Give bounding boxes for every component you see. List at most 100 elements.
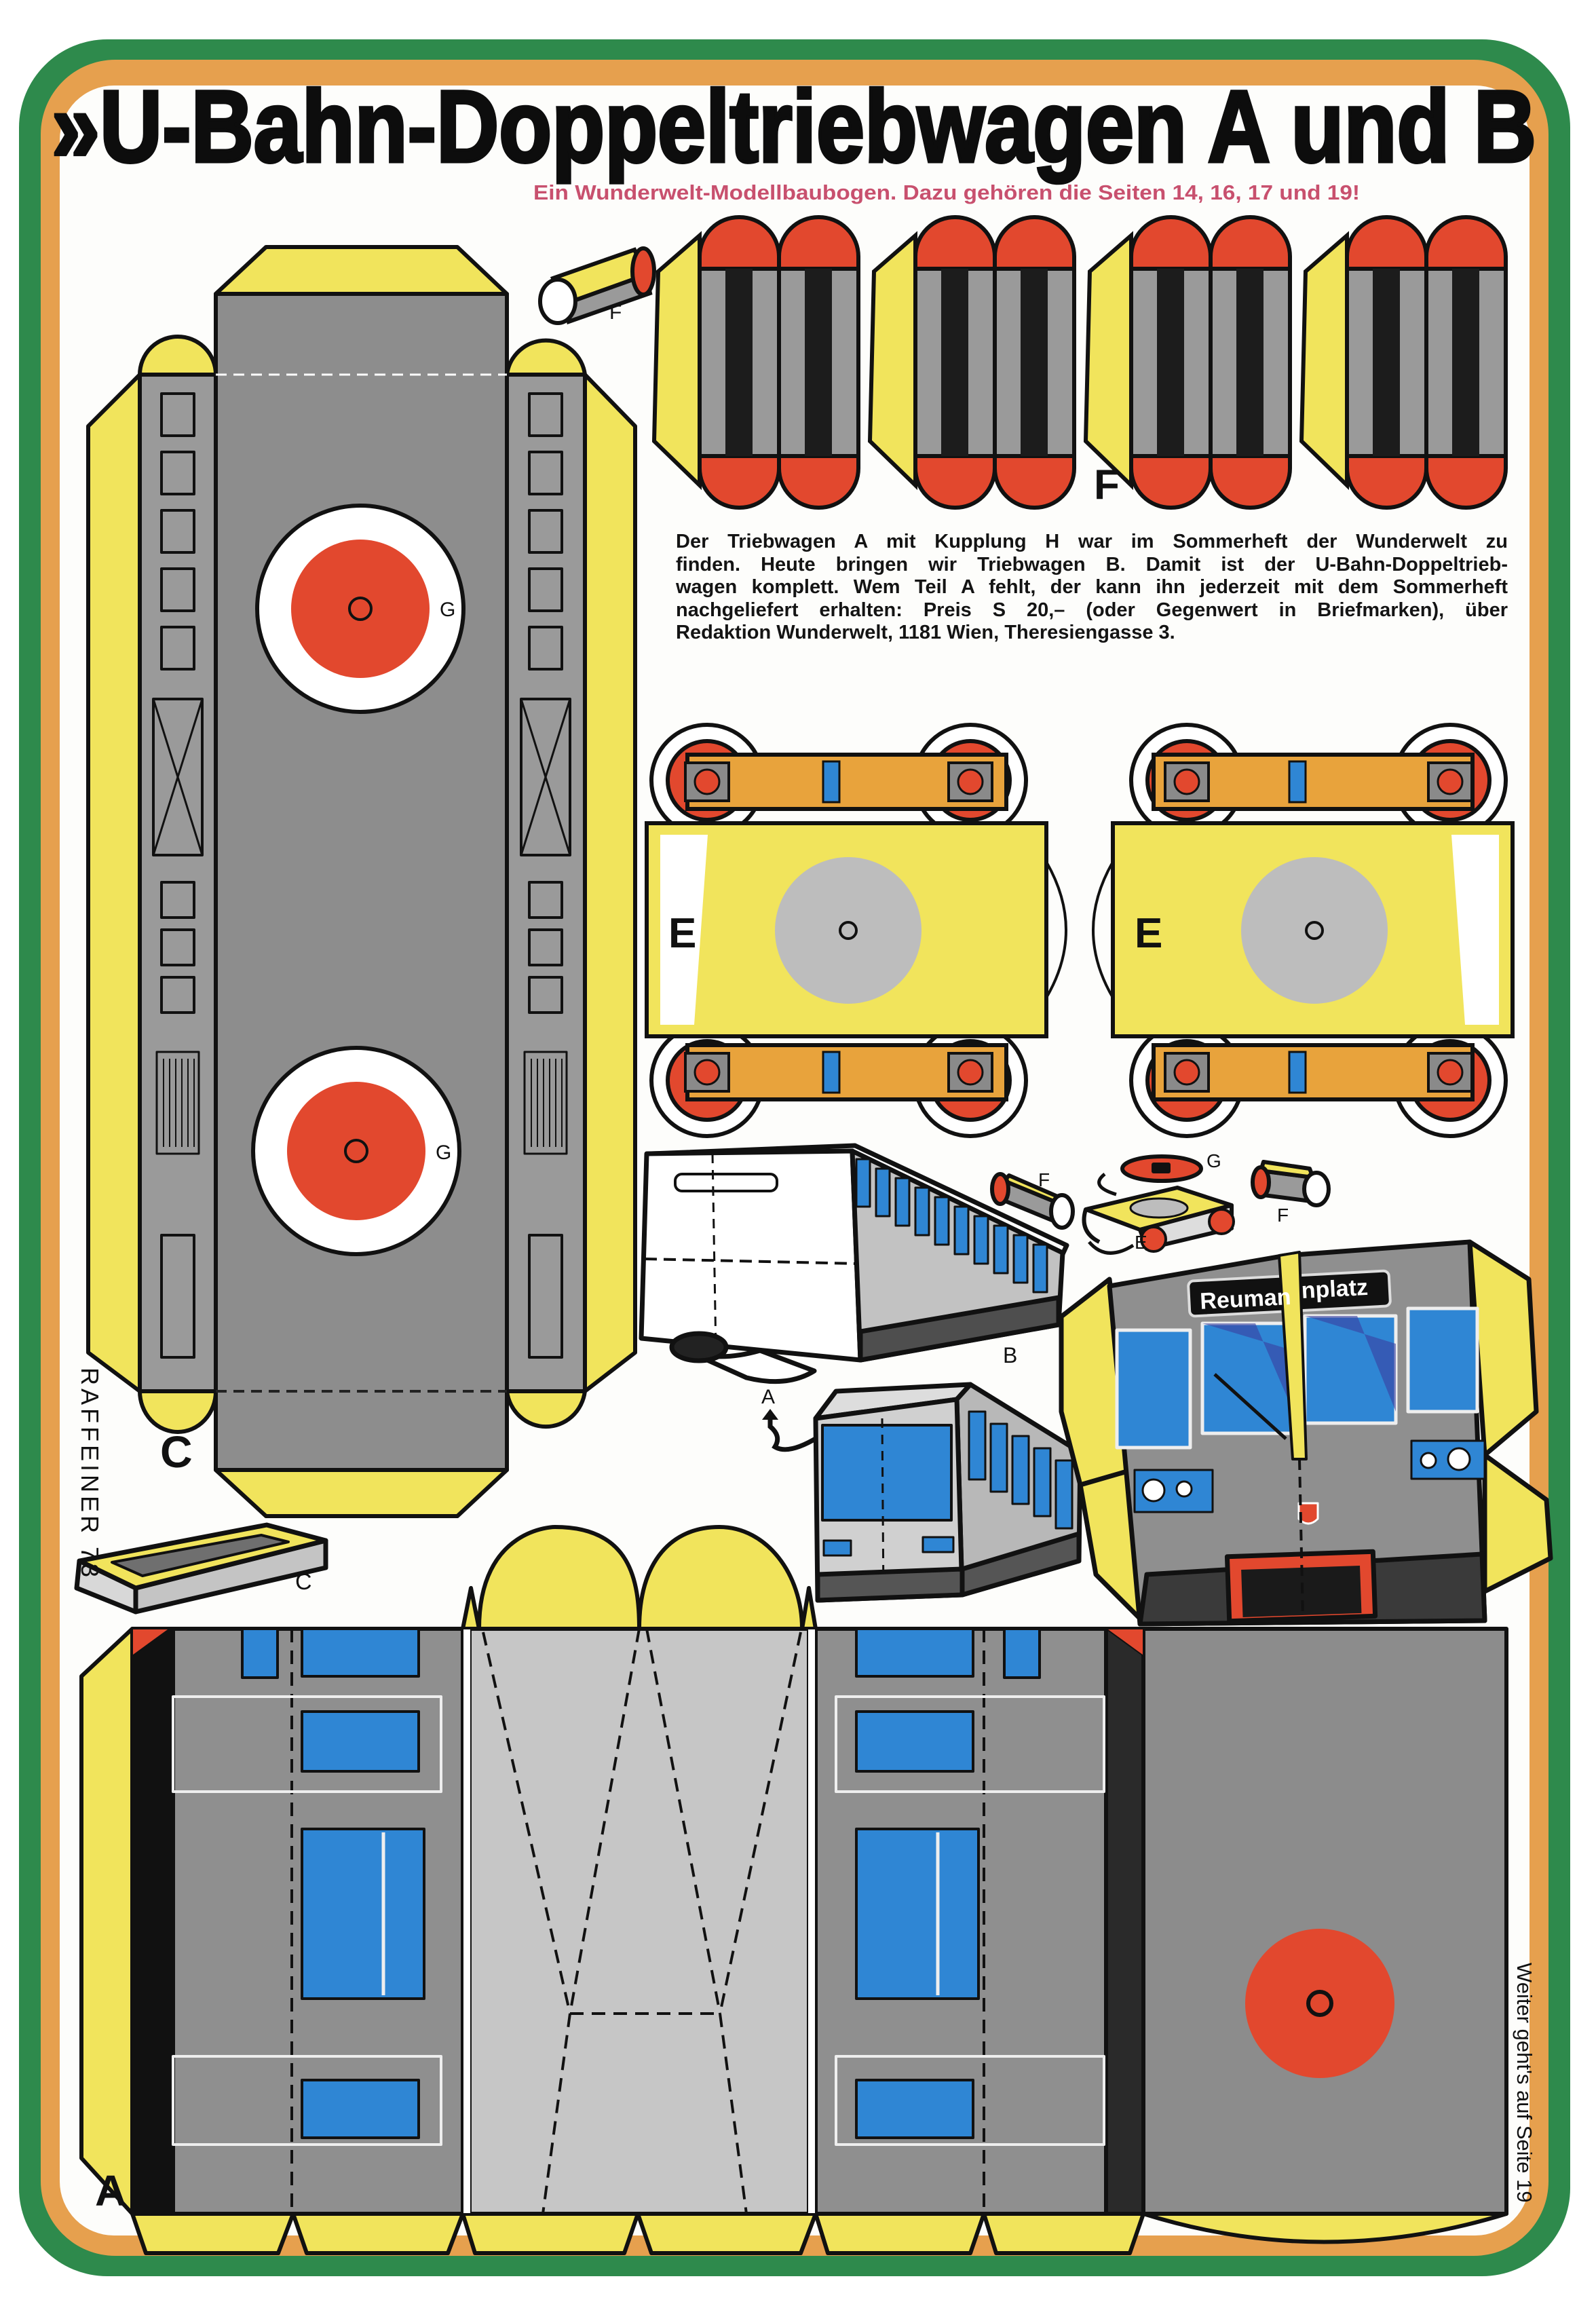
bogie-plate-end — [660, 835, 708, 1025]
arrow-icon — [767, 1417, 819, 1452]
wheel-piece-f — [651, 215, 860, 510]
tram-window — [1012, 1234, 1029, 1284]
side-panel-frame — [172, 1695, 442, 1793]
bogie-axle — [1437, 1059, 1464, 1086]
roof-top-flap — [214, 245, 509, 296]
wheel-tread-stripe — [1373, 269, 1400, 456]
side-door-window — [855, 1828, 980, 2000]
bogie-plate-end — [1451, 835, 1499, 1025]
roof-window-outline — [528, 509, 563, 554]
wheel-tread-stripe — [805, 269, 832, 456]
wheel-glue-flap — [651, 231, 702, 491]
roof-tab — [138, 1389, 218, 1434]
label-e: E — [1135, 910, 1162, 957]
bogie-axle — [1173, 768, 1200, 795]
bogie-shock-absorber — [1288, 760, 1307, 804]
wheel-glue-flap — [867, 231, 917, 491]
roof-bottom-flap — [214, 1468, 509, 1518]
bogie-assembly-illustration — [990, 1154, 1331, 1255]
wheel-piece-f — [1083, 215, 1292, 510]
roof-vent — [155, 1051, 200, 1155]
roof-window-outline — [160, 509, 195, 554]
side-top-tab — [637, 1525, 804, 1631]
side-middle-fold — [461, 1627, 818, 2216]
side-door-window — [301, 1828, 425, 2000]
side-window — [855, 2079, 974, 2139]
intro-line: nachgeliefert erhalten: Preis S 20,– (od… — [676, 599, 1508, 621]
roof-window-outline — [528, 1234, 563, 1359]
bogie-arc — [1092, 861, 1114, 999]
intro-line: finden. Heute bringen wir Triebwagen B. … — [676, 553, 1508, 576]
label-g: G — [436, 1141, 451, 1164]
wiper — [1213, 1373, 1287, 1440]
label-a: A — [761, 1386, 775, 1408]
roof-window-outline — [160, 567, 195, 612]
bogie-pivot-disc — [1241, 857, 1388, 1004]
box-c-illustration — [74, 1522, 328, 1615]
tram-window — [1054, 1459, 1074, 1530]
bogie-shock-absorber — [822, 1051, 841, 1094]
side-window — [301, 2079, 420, 2139]
roof-left-flap — [86, 373, 142, 1393]
side-top-tab — [477, 1525, 641, 1631]
wheel-pieces-f — [651, 215, 1508, 510]
wheel-glue-flap — [1083, 231, 1133, 491]
roof-hatch-box — [520, 698, 571, 856]
roof-hatch-box — [152, 698, 204, 856]
side-panel-frame — [835, 2055, 1105, 2146]
tram-a-illustration — [813, 1382, 1083, 1603]
pivot-hole — [1306, 1990, 1333, 2017]
roof-window-outline — [160, 392, 195, 437]
intro-line: Der Triebwagen A mit Kupplung H war im S… — [676, 531, 1508, 552]
roof-window-outline — [528, 567, 563, 612]
roof-tab — [505, 338, 587, 377]
headlight — [1175, 1480, 1193, 1498]
roof-window-outline — [160, 928, 195, 966]
tram-window — [953, 1205, 970, 1256]
arrow-head-icon — [762, 1409, 778, 1420]
roof-hatch-cross — [152, 698, 204, 856]
side-left-flap — [79, 1627, 134, 2216]
tram-window — [1033, 1447, 1052, 1517]
vienna-coat-of-arms — [1297, 1502, 1319, 1525]
roof-hatch-cross — [520, 698, 571, 856]
headlight — [1420, 1452, 1437, 1469]
pivot-hole — [1305, 921, 1324, 940]
label-b: B — [1003, 1343, 1017, 1367]
bogie-axle — [1173, 1059, 1200, 1086]
roof-window-outline — [160, 626, 195, 671]
pivot-hole — [348, 597, 373, 621]
tram-window — [973, 1215, 989, 1265]
tram-window — [894, 1177, 911, 1227]
continued-note: Weiter geht's auf Seite 19 — [1513, 1963, 1536, 2203]
wheel-piece-f — [867, 215, 1076, 510]
wheel-tread-stripe — [941, 269, 968, 456]
pivot-hole — [839, 921, 858, 940]
roof-panel — [214, 292, 509, 1472]
bogie-pieces-e — [645, 723, 1515, 1138]
side-window — [855, 1710, 974, 1773]
side-small-window — [241, 1627, 279, 1679]
roof-disc-g-bottom-red — [287, 1082, 425, 1220]
label-e: E — [1135, 1232, 1147, 1253]
bogie-shock-absorber — [1288, 1051, 1307, 1094]
roof-right-flap — [583, 373, 637, 1393]
roof-window-outline — [528, 626, 563, 671]
tram-window — [1011, 1435, 1030, 1505]
label-f-large: F — [1094, 461, 1120, 508]
end-disc-red — [1245, 1929, 1394, 2078]
roof-window-outline — [528, 976, 563, 1014]
tram-window — [914, 1186, 930, 1237]
roof-piece-c — [86, 245, 637, 1518]
front-cab-piece — [1059, 1239, 1553, 1627]
headlight — [1141, 1478, 1166, 1503]
roof-window-outline — [160, 976, 195, 1014]
roof-tab — [505, 1389, 587, 1429]
artist-credit: RAFFEINER 73 — [76, 1367, 104, 1581]
label-f: F — [609, 301, 622, 324]
label-f: F — [1038, 1169, 1050, 1190]
wheel-glue-flap — [1299, 231, 1349, 491]
tram-window — [1032, 1243, 1048, 1294]
side-small-window — [1003, 1627, 1041, 1679]
